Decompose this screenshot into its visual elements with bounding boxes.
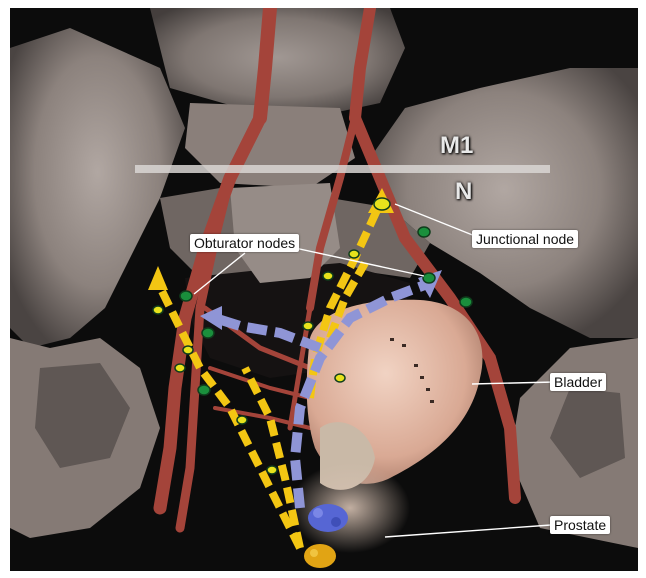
n-level-label: N [455, 178, 472, 206]
junctional-node-label: Junctional node [472, 230, 578, 248]
pelvis-render [10, 8, 638, 571]
m1-level-label: M1 [440, 132, 473, 160]
anatomy-illustration: M1 N Obturator nodes Junctional node Bla… [10, 8, 638, 571]
obturator-nodes-label: Obturator nodes [190, 234, 299, 252]
prostate-label: Prostate [550, 516, 610, 534]
bladder-label: Bladder [550, 373, 606, 391]
level-divider-line [135, 165, 550, 173]
